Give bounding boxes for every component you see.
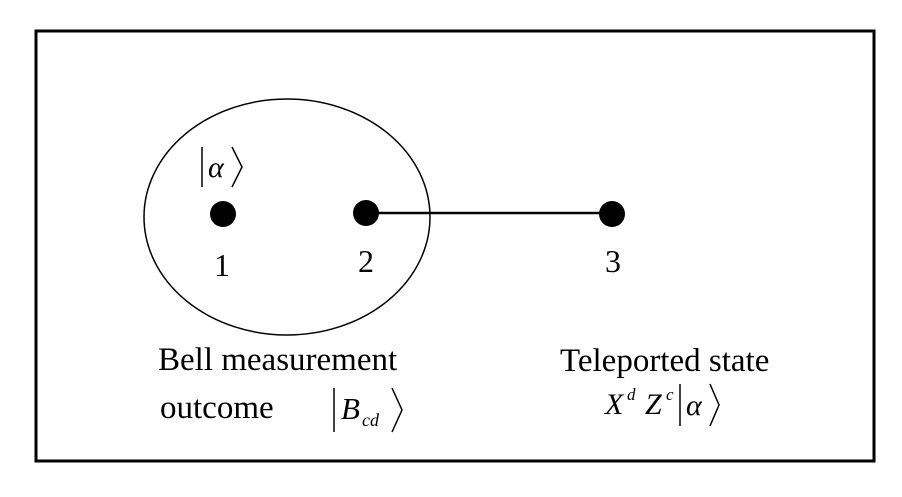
ket-right-angle [709, 383, 720, 427]
ket-alpha-symbol: α [208, 151, 225, 184]
qubit-label-3: 3 [605, 243, 621, 279]
ket-alpha-symbol: α [686, 389, 703, 422]
initial-state-ket: α [201, 146, 243, 188]
qubit-node-3 [599, 201, 625, 227]
outer-frame [34, 29, 876, 463]
ket-right-angle [391, 387, 403, 433]
bell-measurement-ellipse [143, 98, 431, 336]
ket-b-subscript: cd [362, 410, 380, 430]
teleported-caption-line1: Teleported state [560, 343, 769, 379]
bell-caption-line2: outcome [160, 390, 274, 426]
z-operator: Z [645, 388, 662, 421]
qubit-label-2: 2 [358, 243, 374, 279]
x-operator: X [604, 388, 625, 421]
z-superscript: c [666, 385, 674, 404]
ket-b-symbol: B [341, 391, 360, 426]
bell-caption-line1: Bell measurement [158, 342, 397, 378]
qubit-node-2 [353, 200, 379, 226]
qubit-node-1 [210, 201, 236, 227]
x-superscript: d [627, 385, 636, 404]
bell-outcome-ket: B cd [333, 387, 403, 433]
ket-right-angle [231, 146, 243, 188]
teleported-state-expression: X d Z c α [604, 383, 720, 427]
qubit-label-1: 1 [214, 247, 230, 283]
